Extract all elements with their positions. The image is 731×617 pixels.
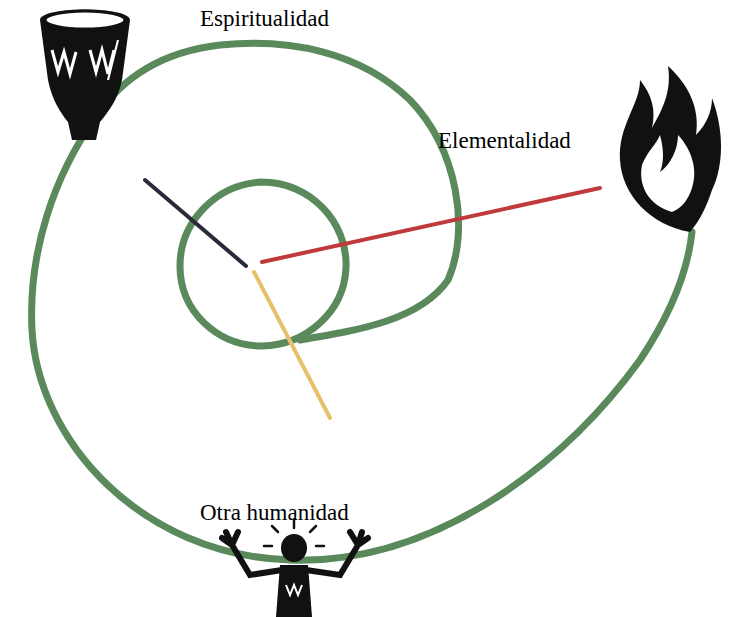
outer-ring — [32, 118, 692, 560]
inner-ring — [180, 182, 346, 346]
human-figure-icon — [222, 520, 368, 617]
icon-label: Espiritualidad — [200, 6, 329, 31]
yellow-ray — [254, 272, 330, 418]
fire-icon — [620, 66, 721, 232]
red-ray — [262, 188, 600, 262]
icon-label: Otra humanidad — [200, 500, 349, 525]
middle-ring — [95, 43, 459, 340]
spiral-path — [32, 43, 692, 560]
drum-icon — [40, 10, 130, 141]
dark-ray — [145, 180, 246, 266]
icon-label: Elementalidad — [438, 128, 571, 153]
